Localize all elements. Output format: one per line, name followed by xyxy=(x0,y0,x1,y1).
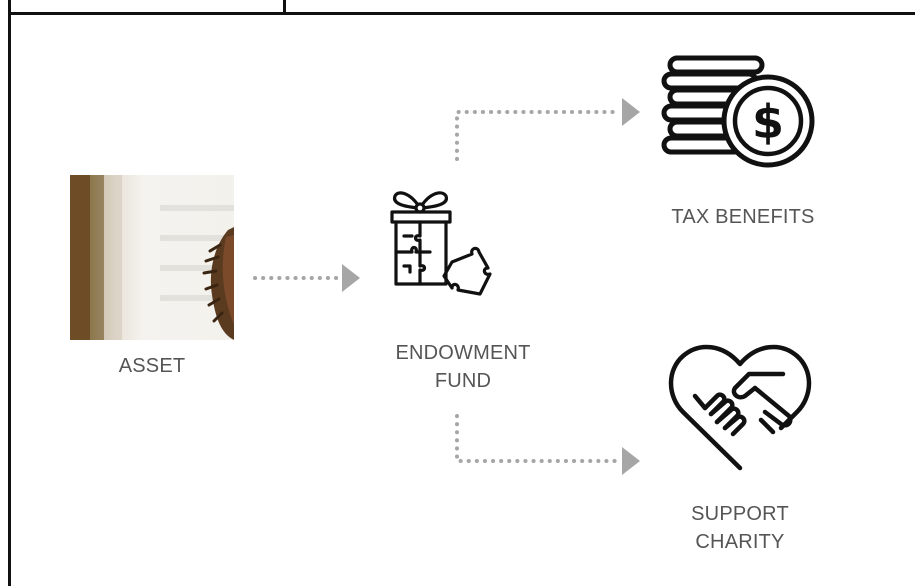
charity-label: SUPPORT CHARITY xyxy=(691,503,789,553)
diagram-frame xyxy=(8,12,915,586)
asset-photo xyxy=(70,175,234,340)
coins-dollar-icon: $ xyxy=(661,55,815,168)
top-tab-border xyxy=(8,0,286,14)
endowment-label: ENDOWMENT FUND xyxy=(395,342,531,392)
heart-handshake-icon xyxy=(668,344,812,471)
gift-puzzle-icon xyxy=(390,191,492,296)
arrow-endowment-to-charity xyxy=(455,414,640,475)
svg-text:$: $ xyxy=(752,95,784,149)
tax-label: TAX BENEFITS xyxy=(671,206,815,228)
arrow-asset-to-endowment xyxy=(253,264,360,292)
arrow-endowment-to-tax xyxy=(455,98,640,161)
asset-label: ASSET xyxy=(118,355,186,377)
